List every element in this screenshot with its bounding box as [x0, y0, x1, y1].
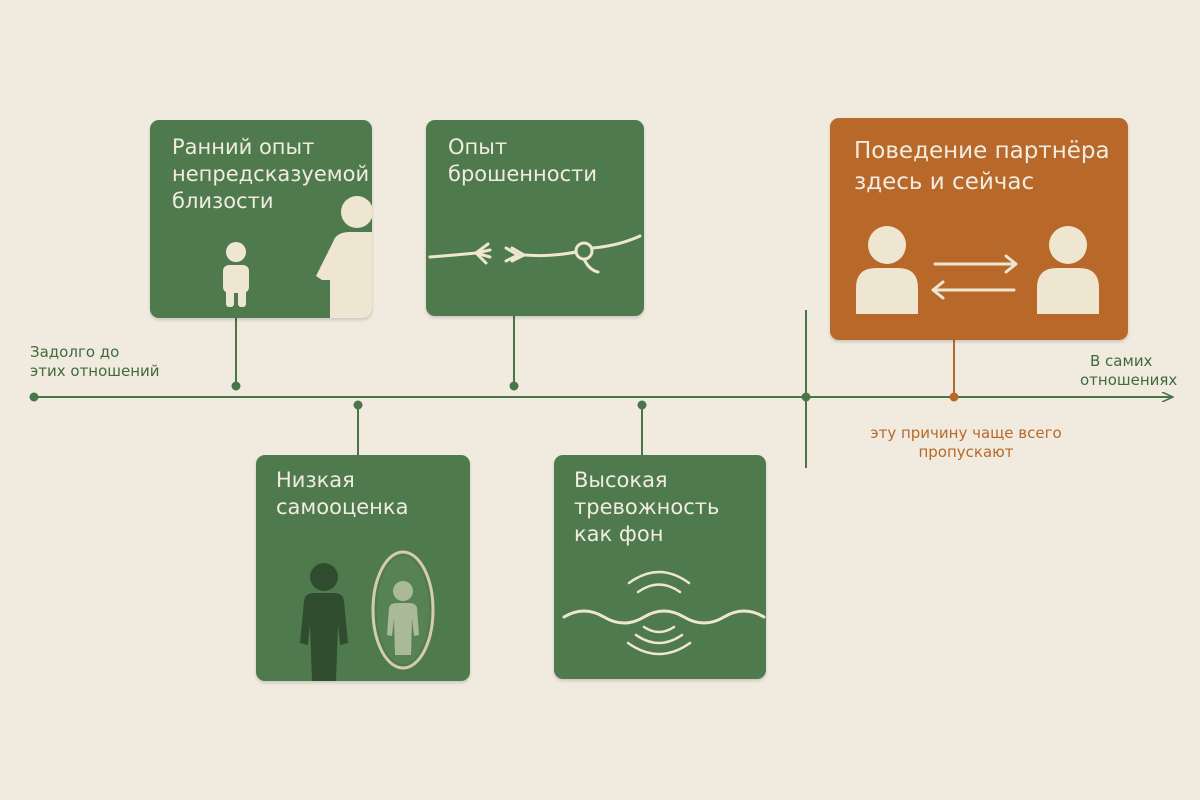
card-partner-title: Поведение партнёра здесь и сейчас — [854, 138, 1110, 195]
divider-dot — [801, 392, 811, 402]
signal-arcs-icon — [626, 570, 692, 656]
card-early-title: Ранний опыт непредсказуемой близости — [172, 135, 370, 213]
mirror-icon — [371, 550, 435, 670]
knotted-rope-icon — [504, 234, 642, 274]
exchange-arrows-icon — [931, 254, 1018, 300]
card-abandonment: Опыт брошенности — [426, 120, 644, 316]
wave-icon — [562, 609, 766, 625]
frayed-rope-icon — [428, 242, 492, 265]
card-self-esteem: Низкая самооценка — [256, 455, 470, 681]
card-anxiety-title: Высокая тревожность как фон — [574, 468, 720, 546]
person-icon — [300, 563, 348, 681]
timeline-start-label: Задолго до этих отношений — [30, 343, 160, 380]
card-partner-art — [856, 226, 1099, 314]
card-abandon-art — [428, 234, 642, 274]
card-anxiety-art — [562, 570, 766, 656]
card-selfesteem-art — [300, 550, 435, 681]
timeline-start-dot — [29, 392, 39, 402]
card-abandon-title: Опыт брошенности — [448, 135, 597, 186]
connector-dot-partner — [949, 392, 959, 402]
child-icon — [223, 242, 249, 307]
person-icon — [856, 226, 918, 314]
card-early-art — [223, 196, 372, 318]
connector-dot-selfesteem — [353, 400, 363, 410]
card-anxiety: Высокая тревожность как фон — [554, 455, 766, 679]
missed-cause-note: эту причину чаще всего пропускают — [870, 424, 1062, 461]
adult-icon — [316, 196, 372, 318]
card-early-experience: Ранний опыт непредсказуемой близости — [150, 120, 372, 318]
card-partner-behavior: Поведение партнёра здесь и сейчас — [830, 118, 1128, 340]
connector-dot-abandon — [509, 381, 519, 391]
connector-dot-anxiety — [637, 400, 647, 410]
person-icon — [1037, 226, 1099, 314]
card-selfesteem-title: Низкая самооценка — [276, 468, 409, 519]
timeline-end-label: В самих отношениях — [1080, 352, 1178, 389]
connector-dot-early — [231, 381, 241, 391]
